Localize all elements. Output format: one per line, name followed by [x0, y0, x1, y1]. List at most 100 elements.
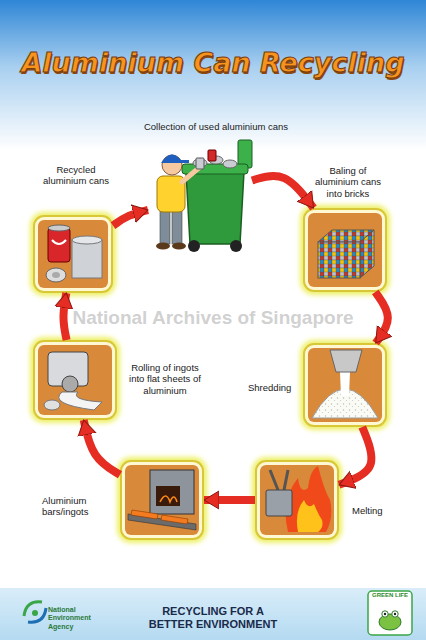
recycled-can-illustration-part	[38, 220, 108, 288]
collector-illustration	[156, 140, 252, 252]
green-life-logo-part	[384, 613, 386, 615]
agency-name: National Environment Agency	[48, 606, 108, 631]
recycled-can-illustration-part	[46, 268, 66, 282]
process-box: Baling of aluminium cans into bricks	[303, 208, 387, 292]
poster-title: Aluminium Can Recycling	[0, 47, 426, 78]
melting-illustration-part	[270, 470, 288, 490]
process-box: Melting	[255, 460, 339, 540]
collector-illustration-part	[193, 159, 207, 167]
green-life-logo-part	[382, 611, 388, 617]
slogan: RECYCLING FOR A BETTER ENVIRONMENT	[143, 605, 283, 631]
rolling-illustration-part	[44, 400, 60, 410]
green-life-logo-part	[368, 591, 412, 635]
recycled-can-illustration-part	[48, 225, 70, 231]
melting-illustration-part	[260, 465, 334, 535]
shredding-illustration-part	[308, 348, 382, 422]
flow-arrow	[375, 292, 388, 343]
collector-illustration-part	[172, 243, 186, 250]
ingot-illustration-part	[160, 496, 177, 502]
recycled-can-illustration	[38, 220, 108, 288]
step-label: Collection of used aluminium cans	[126, 121, 306, 132]
ingot-illustration	[125, 465, 199, 535]
collector-illustration-part	[208, 150, 216, 161]
recycled-can-illustration-part	[48, 228, 70, 262]
logo-text: GREEN LIFE	[365, 592, 415, 599]
ingot-illustration-part	[125, 465, 199, 535]
rolling-illustration-part	[48, 352, 88, 386]
process-box: Recycled aluminium cans	[33, 215, 113, 293]
baling-illustration-part	[308, 213, 382, 287]
flow-arrow	[204, 496, 255, 504]
flow-arrow	[113, 210, 148, 226]
step-label: Aluminium bars/ingots	[42, 495, 104, 518]
melting-illustration-part	[297, 500, 323, 532]
flow-arrow	[252, 176, 314, 208]
collector-illustration-part	[156, 243, 170, 250]
process-box: Rolling of ingots into flat sheets of al…	[33, 340, 117, 420]
ingot-illustration-part	[150, 470, 194, 514]
nea-logo-part	[24, 602, 42, 616]
recycled-can-illustration-part	[72, 236, 102, 244]
collector-illustration-part	[230, 240, 242, 252]
melting-illustration	[260, 465, 334, 535]
collector-illustration-part	[196, 158, 204, 169]
ingot-illustration-part	[131, 510, 158, 519]
collector-illustration-part	[186, 172, 244, 244]
melting-illustration-part	[266, 490, 292, 516]
collector-illustration-part	[188, 240, 200, 252]
baling-illustration	[308, 213, 382, 287]
green-life-logo-part	[392, 611, 398, 617]
collector-illustration-part	[157, 176, 185, 212]
shredding-illustration	[308, 348, 382, 422]
step-label: Shredding	[248, 382, 304, 393]
rolling-illustration	[38, 345, 112, 415]
watermark: National Archives of Singapore	[0, 307, 426, 330]
collector-illustration-part	[162, 155, 182, 175]
shredding-illustration-part	[340, 372, 350, 396]
flow-arrow	[339, 427, 371, 485]
rolling-illustration-part	[38, 345, 112, 415]
step-label: Baling of aluminium cans into bricks	[308, 165, 388, 199]
process-box: Aluminium bars/ingots	[120, 460, 204, 540]
shredding-illustration-part	[330, 350, 362, 372]
collector-illustration-part	[172, 208, 182, 244]
nea-logo	[24, 602, 46, 622]
collector-illustration-part	[223, 160, 237, 168]
green-life-logo-part	[394, 613, 396, 615]
sky-gradient	[0, 0, 426, 150]
ingot-illustration-part	[128, 514, 196, 530]
collector-illustration-part	[160, 208, 170, 244]
collector-illustration-part	[161, 155, 183, 164]
footer-band	[0, 588, 426, 640]
collection-scene: Collection of used aluminium cans	[148, 138, 252, 256]
step-label: Rolling of ingots into flat sheets of al…	[126, 362, 204, 396]
baling-illustration-part	[318, 230, 374, 242]
collector-illustration-part	[238, 140, 252, 168]
shredding-illustration-part	[312, 389, 378, 418]
ingot-illustration-part	[161, 515, 188, 524]
melting-illustration-part	[286, 466, 332, 532]
ingot-illustration-part	[156, 486, 180, 506]
green-life-logo	[368, 591, 412, 635]
step-label: Melting	[352, 505, 412, 516]
step-label: Recycled aluminium cans	[38, 164, 114, 187]
rolling-illustration-part	[59, 392, 102, 410]
baling-illustration-part	[360, 230, 374, 278]
collector-illustration-part	[179, 160, 189, 163]
baling-illustration-part	[318, 242, 360, 278]
recycled-can-illustration-part	[72, 240, 102, 278]
flow-arrow	[63, 293, 66, 340]
nea-logo-part	[32, 610, 38, 616]
rolling-illustration-part	[62, 376, 78, 392]
nea-logo-part	[28, 608, 46, 622]
recycled-can-illustration-part	[52, 240, 66, 244]
green-life-logo-part	[379, 614, 401, 630]
collector-illustration-part	[182, 164, 248, 174]
collector-illustration-part	[182, 167, 200, 182]
